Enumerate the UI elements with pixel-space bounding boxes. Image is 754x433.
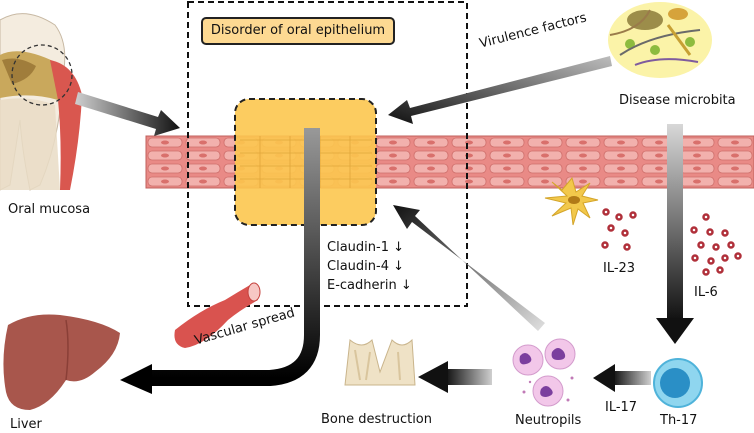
- th17-cell-icon: [653, 358, 703, 408]
- arrow-virulence: [388, 56, 612, 124]
- neutrophils-icon: [512, 338, 576, 407]
- il17-label: IL-17: [605, 400, 638, 415]
- il6-cytokines: [690, 213, 742, 276]
- il23-label: IL-23: [603, 261, 636, 276]
- disease-microbiota-label: Disease microbita: [619, 93, 736, 108]
- dendritic-cell-icon: [544, 176, 599, 226]
- marker-claudin-4: Claudin-4 ↓: [327, 259, 404, 274]
- arrow-th17-to-neutrophils: [593, 364, 651, 392]
- bone-icon: [344, 338, 416, 386]
- disorder-region-box: [187, 1, 468, 307]
- tooth-icon: [0, 13, 82, 191]
- blood-vessel-icon: [174, 282, 261, 348]
- neutrophils-label: Neutropils: [515, 413, 582, 428]
- liver-label: Liver: [10, 417, 42, 432]
- disorder-title-box: Disorder of oral epithelium: [201, 17, 395, 45]
- oral-mucosa-label: Oral mucosa: [8, 202, 91, 217]
- liver-icon: [3, 314, 120, 410]
- il6-label: IL-6: [694, 285, 718, 300]
- microbiota-icon: [608, 2, 712, 78]
- marker-claudin-1: Claudin-1 ↓: [327, 240, 404, 255]
- arrow-neutrophils-to-epithelium: [393, 205, 545, 331]
- il23-cytokines: [601, 208, 637, 251]
- arrow-neutrophils-to-bone: [418, 361, 492, 393]
- th17-label: Th-17: [660, 413, 698, 428]
- arrow-tooth-to-epithelium: [75, 92, 180, 136]
- arrow-vascular-spread: [120, 128, 320, 394]
- marker-e-cadherin: E-cadherin ↓: [327, 278, 412, 293]
- bone-destruction-label: Bone destruction: [321, 412, 432, 427]
- arrow-microbiota-to-th17: [656, 124, 694, 344]
